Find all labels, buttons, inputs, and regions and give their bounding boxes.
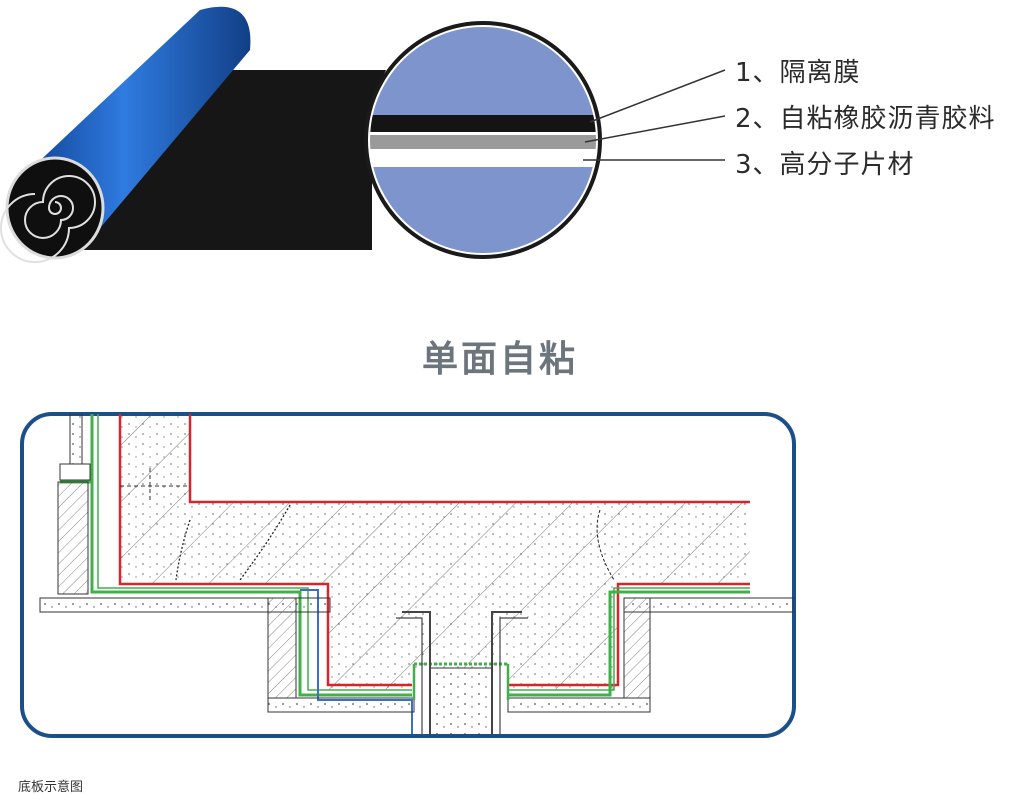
rebar-hook-right [491, 611, 522, 734]
figure-caption: 底板示意图 [18, 780, 84, 795]
layer-rubber-asphalt [370, 135, 596, 149]
layer-isolation-film [370, 115, 596, 132]
legend-item-polymer-sheet: 3、高分子片材 [735, 150, 915, 180]
membrane-sheet [40, 70, 386, 250]
pile-column [429, 667, 493, 734]
roll-spiral [0, 175, 96, 263]
center-cushion-slab [267, 697, 415, 713]
legend-item-isolation-film: 1、隔离膜 [735, 58, 861, 88]
legend-item-rubber-asphalt: 2、自粘橡胶沥青胶料 [735, 104, 996, 134]
layer-polymer-sheet [370, 149, 596, 167]
cross-section-circle [364, 21, 602, 259]
right-cushion-slab [507, 697, 651, 713]
rebar-hook-left [402, 611, 431, 734]
diagram-title: 单面自粘 [421, 339, 578, 380]
membrane-roll-illustration [0, 6, 726, 263]
left-protection-wall [57, 481, 89, 595]
left-cushion-slab [39, 597, 331, 613]
red-boundary-line [118, 414, 750, 687]
